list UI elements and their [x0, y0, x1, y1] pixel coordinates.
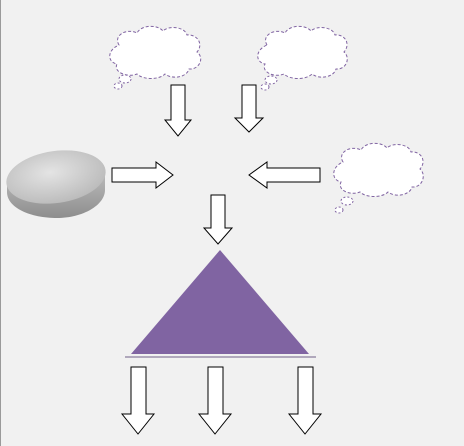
- left-arrow-icon: [248, 161, 321, 189]
- thought-bubble-icon: [333, 142, 424, 214]
- triangle-shape: [131, 250, 309, 354]
- down-arrow-icon: [202, 194, 234, 245]
- thought-bubble-icon: [257, 25, 348, 91]
- down-arrow-icon: [120, 366, 156, 435]
- down-arrow-icon: [163, 84, 193, 137]
- disk-cylinder-icon: [6, 150, 106, 218]
- down-arrow-icon: [197, 366, 233, 435]
- right-arrow-icon: [111, 160, 174, 190]
- thought-bubble-icon: [109, 25, 202, 90]
- down-arrow-icon: [287, 366, 323, 435]
- down-arrow-icon: [233, 84, 265, 133]
